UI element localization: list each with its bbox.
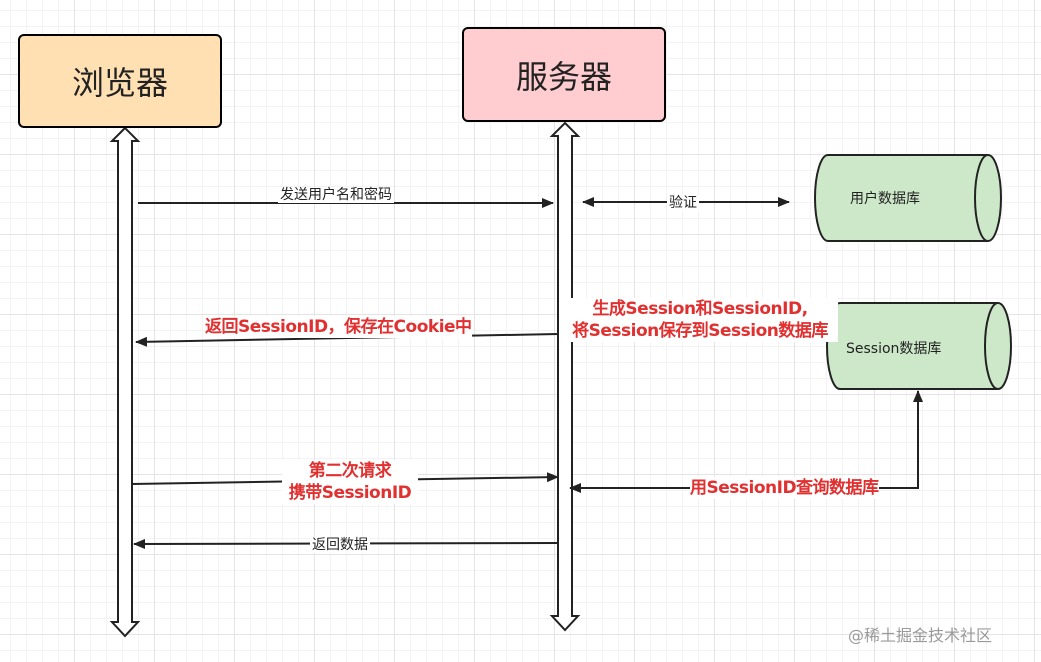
label-second-request-line1: 第二次请求 — [308, 461, 392, 481]
label-query-db: 用SessionID查询数据库 — [690, 477, 879, 499]
browser-label: 浏览器 — [71, 64, 168, 102]
user-db-shape — [814, 154, 1002, 242]
label-second-request: 第二次请求 携带SessionID — [282, 460, 418, 504]
label-create-session: 生成Session和SessionID, 将Session保存到Session数… — [562, 298, 838, 342]
user-db-label: 用户数据库 — [850, 191, 920, 207]
label-create-session-line1: 生成Session和SessionID, — [592, 299, 808, 319]
watermark: @稀土掘金技术社区 — [848, 626, 993, 645]
browser-actor: 浏览器 — [18, 34, 222, 128]
session-db-label: Session数据库 — [846, 341, 942, 357]
browser-lifeline — [109, 126, 141, 638]
label-return-data: 返回数据 — [310, 537, 370, 553]
server-lifeline — [549, 121, 581, 632]
label-second-request-line2: 携带SessionID — [288, 483, 412, 503]
arrow-query-db — [569, 390, 923, 493]
label-verify: 验证 — [667, 195, 699, 211]
label-create-session-line2: 将Session保存到Session数据库 — [572, 321, 828, 341]
server-label: 服务器 — [515, 57, 612, 96]
label-return-session-id: 返回SessionID，保存在Cookie中 — [205, 316, 472, 338]
arrow-return-session-id — [135, 333, 559, 347]
server-actor: 服务器 — [462, 27, 666, 122]
label-send-credentials: 发送用户名和密码 — [278, 187, 394, 203]
